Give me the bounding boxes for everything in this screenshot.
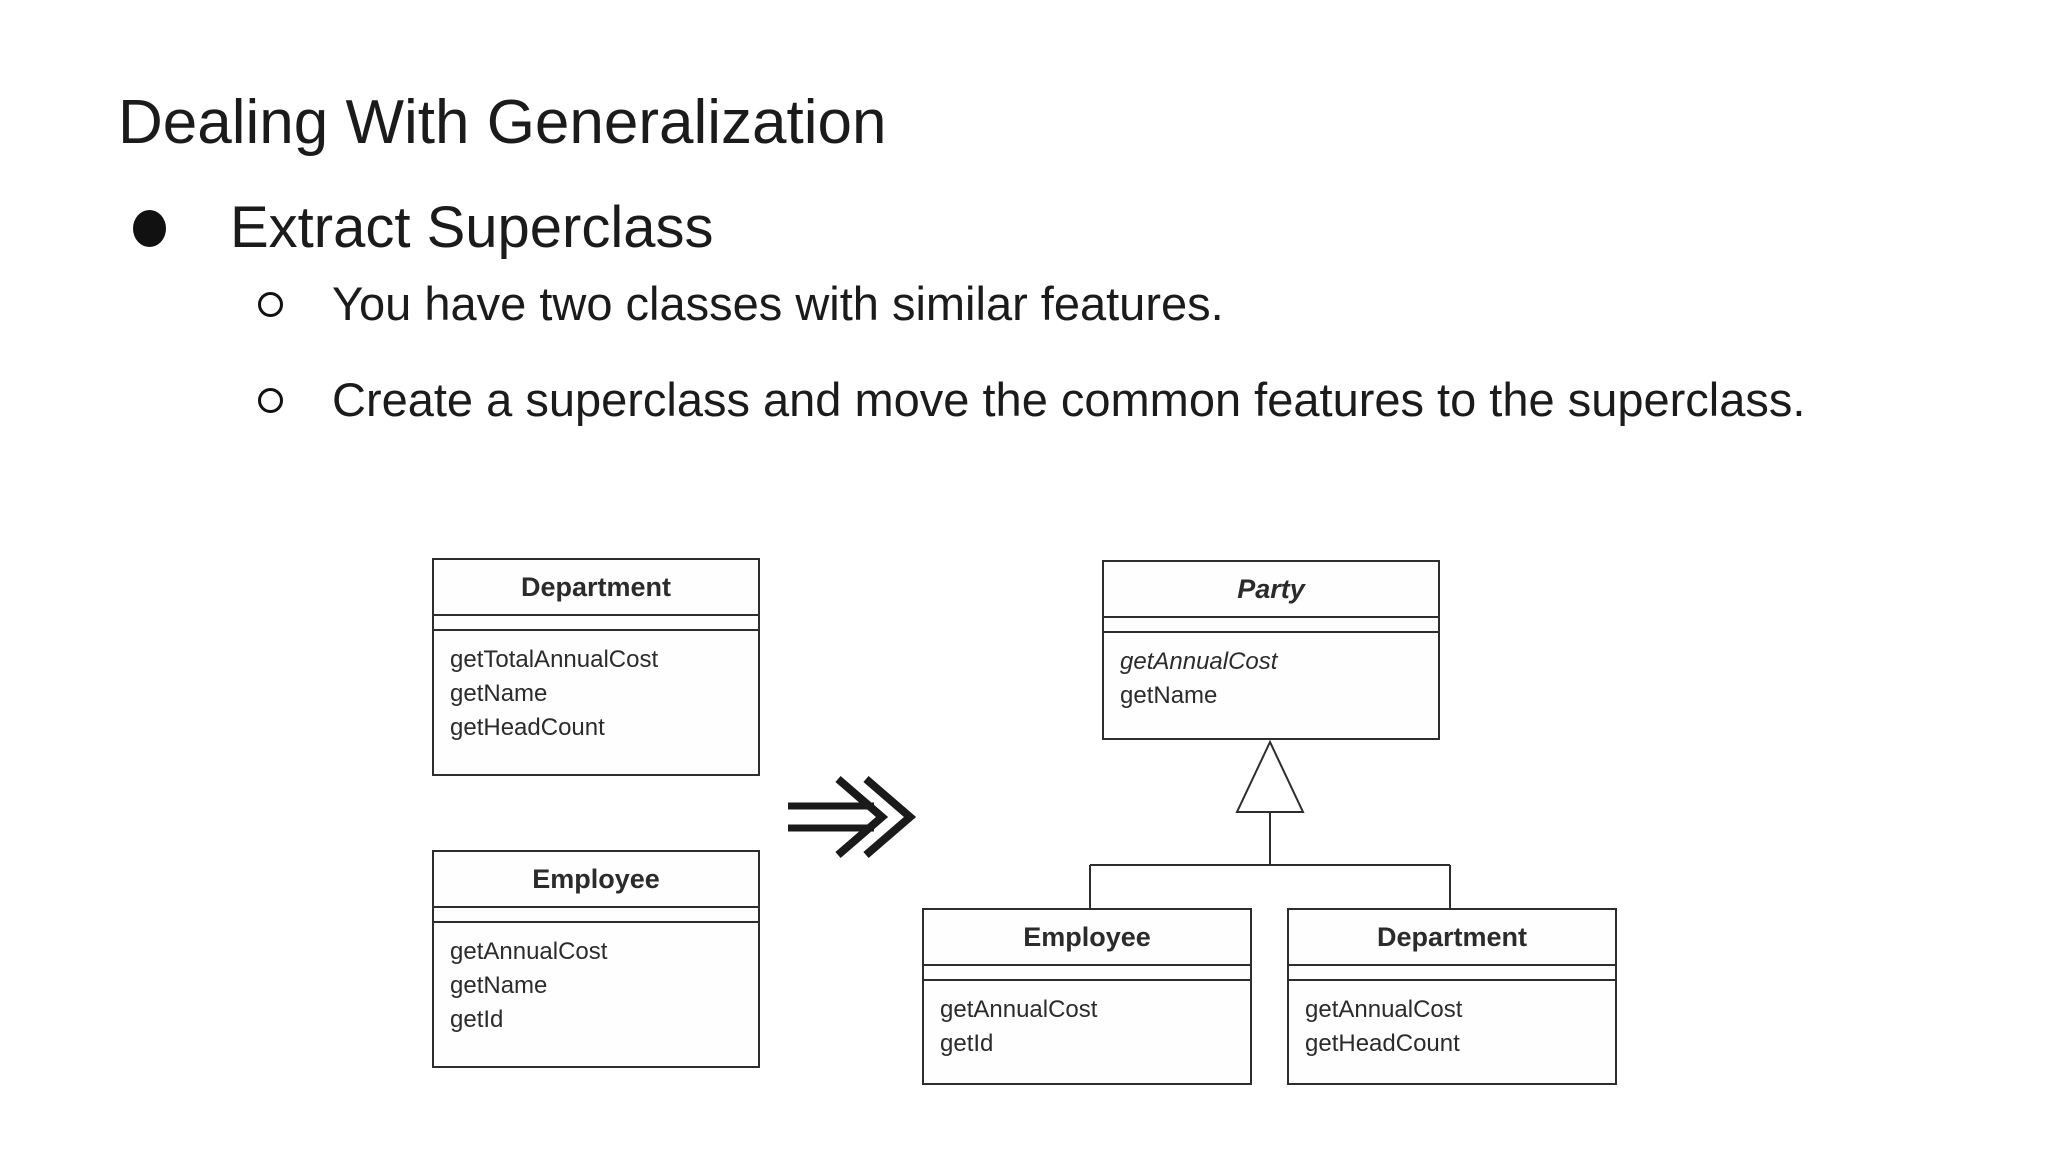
attributes-compartment (434, 908, 758, 923)
generalization-connector (1089, 739, 1451, 908)
method-label: getAnnualCost (1305, 996, 1463, 1023)
method-label: getId (450, 1006, 504, 1033)
page-title: Dealing With Generalization (118, 88, 887, 157)
filled-bullet-icon (133, 209, 166, 247)
uml-class-employee-before: Employee getAnnualCost getName getId (432, 850, 760, 1068)
bullet-level1-label: Extract Superclass (230, 195, 714, 260)
attributes-compartment (434, 616, 758, 631)
sub-bullet-text: You have two classes with similar featur… (332, 277, 1224, 330)
class-name: Department (434, 560, 758, 616)
method-label: getName (1120, 682, 1218, 709)
class-name: Employee (434, 852, 758, 908)
method-label: getAnnualCost (450, 938, 608, 965)
method-label: getHeadCount (450, 714, 605, 741)
sub-bullet-list: You have two classes with similar featur… (258, 256, 1898, 448)
attributes-compartment (1104, 618, 1438, 633)
operations-compartment: getAnnualCost getName (1104, 633, 1438, 713)
attributes-compartment (924, 966, 1250, 981)
list-item: Create a superclass and move the common … (258, 352, 1872, 448)
method-label: getName (450, 972, 548, 999)
abstract-method-label: getAnnualCost (1120, 648, 1278, 675)
method-label: getName (450, 680, 548, 707)
hollow-bullet-icon (258, 388, 283, 413)
transform-arrow-icon (788, 775, 917, 859)
class-name: Department (1289, 910, 1615, 966)
bullet-level1: Extract Superclass (133, 192, 714, 264)
uml-class-party-superclass: Party getAnnualCost getName (1102, 560, 1440, 740)
list-item: You have two classes with similar featur… (258, 256, 1872, 352)
class-name: Party (1104, 562, 1438, 618)
uml-class-employee-after: Employee getAnnualCost getId (922, 908, 1252, 1085)
uml-class-department-before: Department getTotalAnnualCost getName ge… (432, 558, 760, 776)
class-name: Employee (924, 910, 1250, 966)
method-label: getHeadCount (1305, 1030, 1460, 1057)
method-label: getAnnualCost (940, 996, 1098, 1023)
operations-compartment: getAnnualCost getId (924, 981, 1250, 1061)
operations-compartment: getAnnualCost getHeadCount (1289, 981, 1615, 1061)
operations-compartment: getTotalAnnualCost getName getHeadCount (434, 631, 758, 745)
sub-bullet-text: Create a superclass and move the common … (332, 373, 1806, 426)
attributes-compartment (1289, 966, 1615, 981)
operations-compartment: getAnnualCost getName getId (434, 923, 758, 1037)
generalization-triangle-icon (1235, 739, 1305, 813)
method-label: getTotalAnnualCost (450, 646, 659, 673)
hollow-bullet-icon (258, 292, 283, 317)
uml-class-department-after: Department getAnnualCost getHeadCount (1287, 908, 1617, 1085)
method-label: getId (940, 1030, 994, 1057)
